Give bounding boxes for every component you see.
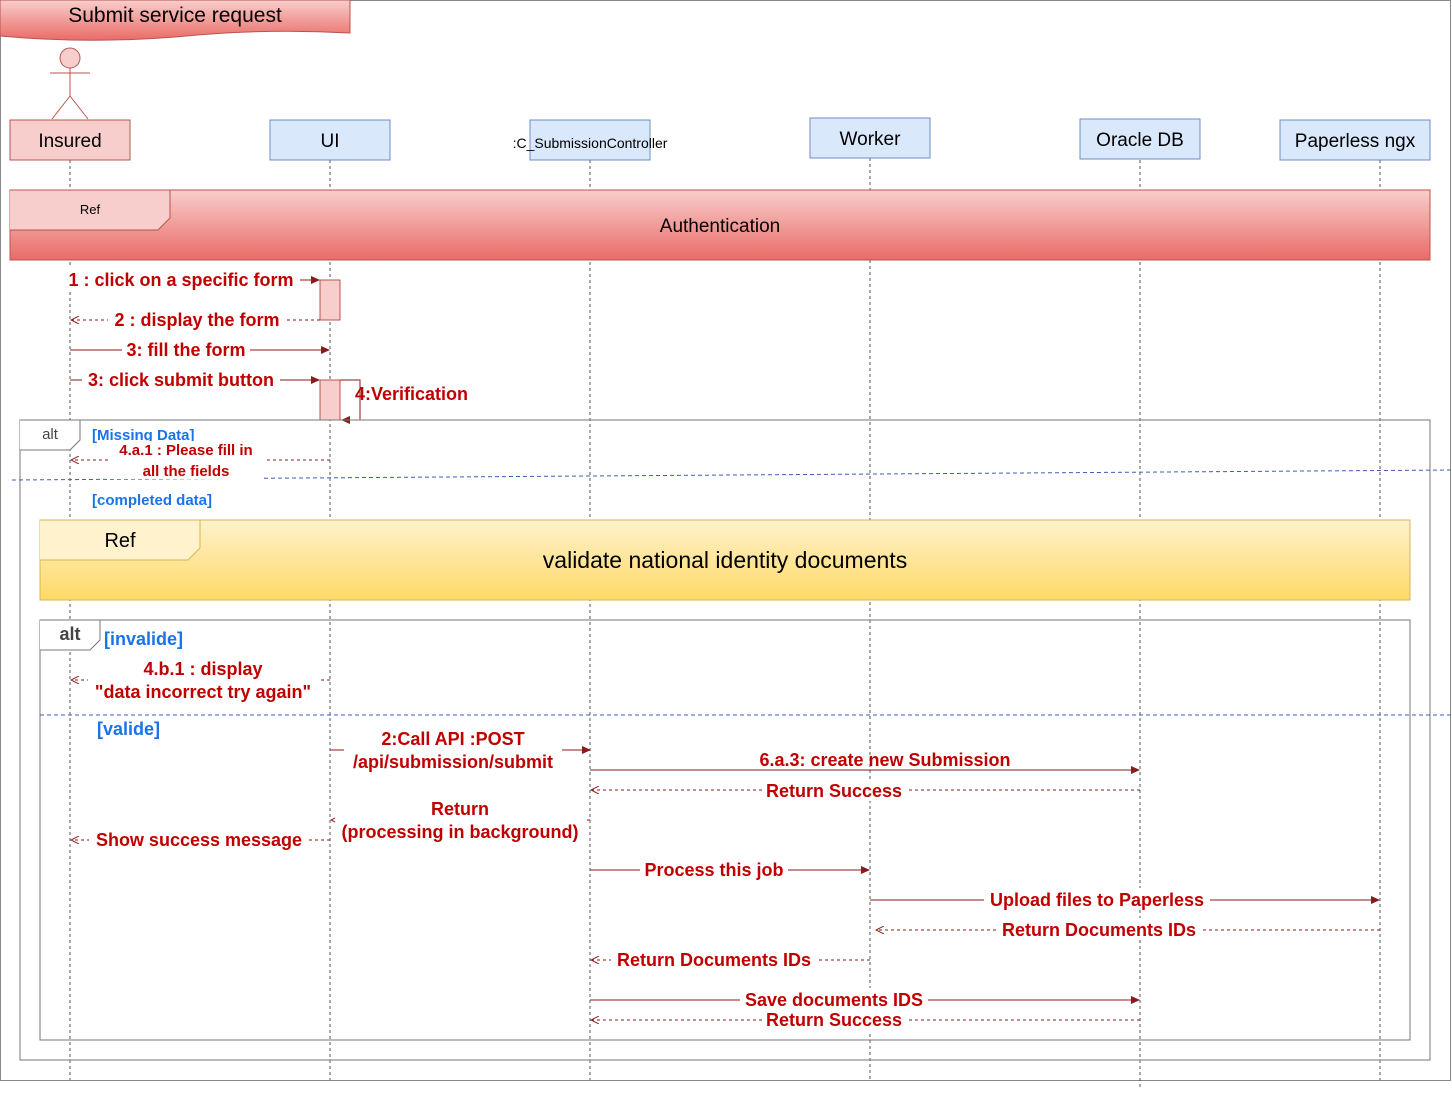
diagram-title: Submit service request — [68, 4, 282, 27]
message-return-success: Return Success — [591, 779, 1140, 801]
guard-completed-data: [completed data] — [92, 492, 212, 509]
participant-label: Paperless ngx — [1295, 131, 1416, 152]
message-return-success-final: Return Success — [591, 1009, 1140, 1031]
message-label: "data incorrect try again" — [95, 682, 311, 702]
message-data-incorrect: 4.b.1 : display "data incorrect try agai… — [71, 657, 330, 702]
alt-keyword: alt — [42, 426, 59, 443]
guard-valide: [valide] — [97, 719, 160, 739]
message-create-submission: 6.a.3: create new Submission — [590, 750, 1140, 774]
message-label: Save documents IDS — [745, 990, 923, 1010]
message-label: 3: fill the form — [126, 340, 245, 360]
message-label: all the fields — [143, 463, 230, 480]
message-display-form: 2 : display the form — [71, 308, 320, 330]
message-label: Return Success — [766, 781, 902, 801]
diagram-title-banner: Submit service request — [0, 0, 351, 41]
participant-label: Oracle DB — [1096, 130, 1184, 151]
message-label: 4:Verification — [355, 384, 468, 404]
participant-worker: Worker — [809, 117, 931, 159]
message-process-job: Process this job — [590, 858, 870, 880]
participant-ui: UI — [269, 119, 391, 161]
ref-label: Authentication — [660, 216, 780, 237]
ref-tag: Ref — [104, 530, 136, 552]
participant-controller: :C_SubmissionController — [513, 119, 668, 161]
message-label: Return Success — [766, 1010, 902, 1030]
message-label: 6.a.3: create new Submission — [759, 750, 1010, 770]
message-label: Return Documents IDs — [1002, 920, 1196, 940]
message-label: 2 : display the form — [114, 310, 279, 330]
guard-missing-data: [Missing Data] — [92, 427, 195, 444]
message-return-doc-ids-controller: Return Documents IDs — [591, 948, 870, 970]
message-label: Return Documents IDs — [617, 950, 811, 970]
message-click-submit: 3: click submit button — [70, 368, 320, 390]
participant-insured: Insured — [9, 119, 131, 161]
ref-tag: Ref — [80, 202, 101, 217]
message-label: 1 : click on a specific form — [68, 270, 293, 290]
message-label: Return — [431, 799, 489, 819]
message-label: 2:Call API :POST — [381, 729, 524, 749]
message-label: Upload files to Paperless — [990, 890, 1204, 910]
message-label: /api/submission/submit — [353, 752, 553, 772]
guard-invalide: [invalide] — [104, 629, 183, 649]
message-label: Show success message — [96, 830, 302, 850]
message-show-success: Show success message — [71, 828, 330, 850]
alt-keyword: alt — [59, 624, 80, 644]
ref-validate-documents: Ref validate national identity documents — [39, 519, 1411, 601]
message-upload-files: Upload files to Paperless — [870, 888, 1380, 910]
participant-label: Worker — [840, 129, 902, 150]
message-return-processing: Return (processing in background) — [331, 798, 590, 844]
message-label: (processing in background) — [341, 822, 578, 842]
message-fill-form: 3: fill the form — [70, 338, 330, 360]
message-label: Process this job — [644, 860, 783, 880]
message-label: 3: click submit button — [88, 370, 274, 390]
participant-oracle: Oracle DB — [1079, 118, 1201, 160]
message-save-doc-ids: Save documents IDS — [590, 988, 1140, 1010]
message-click-form: 1 : click on a specific form — [60, 268, 320, 290]
message-return-doc-ids-worker: Return Documents IDs — [876, 918, 1380, 940]
participant-label: UI — [321, 131, 340, 152]
message-label: 4.a.1 : Please fill in — [119, 442, 252, 459]
participant-label: :C_SubmissionController — [513, 135, 668, 151]
message-call-api: 2:Call API :POST /api/submission/submit — [330, 727, 591, 773]
participant-paperless: Paperless ngx — [1279, 119, 1431, 161]
message-please-fill: 4.a.1 : Please fill in all the fields — [71, 441, 330, 480]
activation-bar — [319, 279, 341, 321]
ref-label: validate national identity documents — [543, 547, 907, 573]
actor-icon — [50, 47, 90, 120]
alt-fragment-inner: alt [invalide] [valide] — [39, 619, 1452, 1041]
ref-authentication: Ref Authentication — [9, 189, 1431, 261]
message-label: 4.b.1 : display — [143, 659, 262, 679]
activation-bar — [319, 379, 341, 421]
participant-label: Insured — [38, 131, 101, 152]
